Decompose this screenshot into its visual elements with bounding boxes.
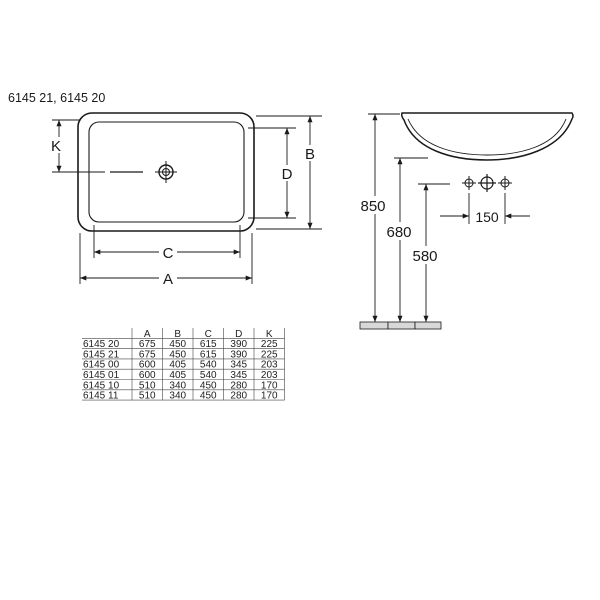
- table-value-cell: 450: [169, 339, 186, 350]
- floor-line: [359, 321, 442, 330]
- table-value-cell: 615: [200, 349, 217, 360]
- label-d: D: [282, 166, 293, 183]
- table-value-cell: 345: [230, 370, 247, 381]
- label-c: C: [163, 245, 174, 262]
- table-value-cell: 280: [230, 380, 247, 391]
- table-value-cell: 615: [200, 339, 217, 350]
- table-value-cell: 340: [169, 391, 186, 402]
- table-value-cell: 540: [200, 370, 217, 381]
- basin-profile: [401, 112, 574, 161]
- table-value-cell: 510: [139, 391, 156, 402]
- table-value-cell: 405: [169, 360, 186, 371]
- label-150: 150: [475, 209, 499, 225]
- table-model-cell: 6145 10: [83, 380, 120, 391]
- side-view: [368, 112, 574, 322]
- dimension-table: A B C D K 6145 20 675 450 615 390 225 6145 21 675 450…: [82, 328, 285, 402]
- tap-left-icon: [462, 176, 476, 190]
- table-model-cell: 6145 21: [83, 349, 120, 360]
- table-model-cell: 6145 11: [83, 391, 119, 402]
- models-label: 6145 21, 6145 20: [8, 91, 105, 105]
- table-value-cell: 345: [230, 360, 247, 371]
- table-value-cell: 675: [139, 349, 156, 360]
- label-680: 680: [386, 224, 411, 241]
- table-value-cell: 390: [230, 339, 247, 350]
- basin-inner-profile: [407, 118, 567, 156]
- label-850: 850: [360, 198, 385, 215]
- table-model-cell: 6145 00: [83, 360, 120, 371]
- table-value-cell: 170: [261, 391, 278, 402]
- table-value-cell: 450: [200, 391, 217, 402]
- table-value-cell: 340: [169, 380, 186, 391]
- dimension-850: [368, 113, 400, 322]
- label-a: A: [163, 271, 173, 288]
- drain-icon: [155, 161, 177, 183]
- dimension-b: [256, 115, 322, 230]
- table-value-cell: 510: [139, 380, 156, 391]
- table-value-cell: 600: [139, 360, 156, 371]
- table-value-cell: 675: [139, 339, 156, 350]
- label-580: 580: [412, 248, 437, 265]
- tap-right-icon: [498, 176, 512, 190]
- table-value-cell: 600: [139, 370, 156, 381]
- label-b: B: [305, 146, 315, 163]
- table-value-cell: 225: [261, 339, 278, 350]
- table-header-cell: K: [266, 329, 273, 340]
- table-value-cell: 405: [169, 370, 186, 381]
- table-value-cell: 390: [230, 349, 247, 360]
- table-value-cell: 280: [230, 391, 247, 402]
- table-header-cell: D: [235, 329, 242, 340]
- table-model-cell: 6145 20: [83, 339, 120, 350]
- table-value-cell: 225: [261, 349, 278, 360]
- table-model-cell: 6145 01: [83, 370, 120, 381]
- tap-center-icon: [478, 174, 496, 192]
- table-header-cell: B: [174, 329, 181, 340]
- label-k: K: [51, 138, 61, 155]
- table-header-cell: C: [205, 329, 212, 340]
- dimension-150: [440, 193, 530, 224]
- table-value-cell: 450: [200, 380, 217, 391]
- table-value-cell: 450: [169, 349, 186, 360]
- table-value-cell: 203: [261, 370, 278, 381]
- plan-view: [52, 112, 322, 284]
- table-value-cell: 540: [200, 360, 217, 371]
- table-value-cell: 170: [261, 380, 278, 391]
- table-value-cell: 203: [261, 360, 278, 371]
- table-header-cell: A: [144, 329, 151, 340]
